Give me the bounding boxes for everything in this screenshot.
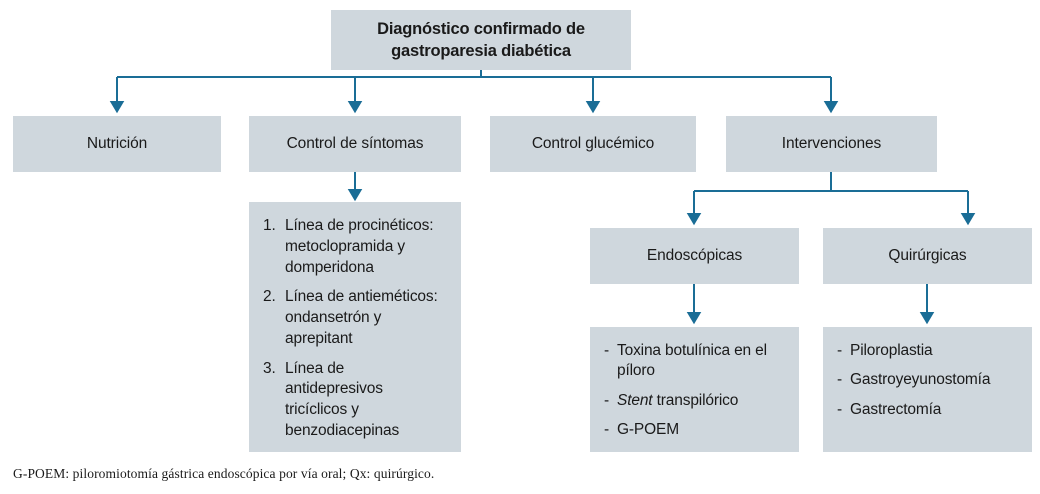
node-control-glucemico: Control glucémico bbox=[490, 116, 696, 172]
node-surgical-procedures-list: - Piloroplastia - Gastroyeyunostomía - G… bbox=[823, 327, 1032, 452]
list-item-text: Gastrectomía bbox=[850, 400, 942, 418]
node-control-sintomas-label: Control de síntomas bbox=[286, 134, 424, 152]
node-endoscopicas: Endoscópicas bbox=[590, 228, 799, 284]
list-item-text: Toxina botulínica en el píloro bbox=[617, 342, 767, 380]
list-item-bullet: - bbox=[604, 342, 610, 359]
figure-footnote: G-POEM: piloromiotomía gástrica endoscóp… bbox=[13, 466, 435, 481]
sintomas-list: 1. Línea de procinéticos: metoclopramida… bbox=[263, 216, 445, 442]
list-item-text: G-POEM bbox=[617, 421, 679, 439]
node-quirurgicas-label: Quirúrgicas bbox=[888, 246, 967, 264]
list-item: - Piloroplastia bbox=[837, 341, 1016, 361]
node-nutricion: Nutrición bbox=[13, 116, 221, 172]
list-item: 1. Línea de procinéticos: metoclopramida… bbox=[263, 216, 445, 278]
list-item-emphasis: Stent bbox=[617, 391, 653, 409]
list-item-bullet: - bbox=[604, 391, 610, 409]
list-item-bullet: - bbox=[837, 342, 843, 359]
node-endoscopicas-label: Endoscópicas bbox=[646, 246, 743, 264]
list-item-bullet: - bbox=[604, 421, 610, 439]
list-item-text: Línea de antieméticos: ondansetrón y apr… bbox=[285, 288, 438, 347]
node-quirurgicas: Quirúrgicas bbox=[823, 228, 1032, 284]
node-control-glucemico-label: Control glucémico bbox=[531, 134, 655, 152]
list-item-number: 3. bbox=[263, 359, 276, 377]
list-item: - Toxina botulínica en el píloro bbox=[604, 341, 783, 382]
node-sintomas-therapy-list: 1. Línea de procinéticos: metoclopramida… bbox=[249, 202, 461, 452]
list-item-number: 1. bbox=[263, 217, 276, 234]
list-item-text: Línea de procinéticos: metoclopramida y … bbox=[285, 217, 434, 276]
list-item: - Stent transpilórico bbox=[604, 391, 783, 411]
node-root-diagnosis-label: Diagnóstico confirmado de gastroparesia … bbox=[377, 19, 585, 60]
list-item-bullet: - bbox=[837, 371, 843, 389]
list-item-text: transpilórico bbox=[652, 391, 739, 409]
list-item-number: 2. bbox=[263, 288, 276, 306]
list-item: - Gastroyeyunostomía bbox=[837, 370, 1016, 390]
node-intervenciones-label: Intervenciones bbox=[781, 134, 882, 152]
node-endoscopic-procedures-list: - Toxina botulínica en el píloro - Stent… bbox=[590, 327, 799, 452]
list-item-bullet: - bbox=[837, 400, 843, 418]
node-control-sintomas: Control de síntomas bbox=[249, 116, 461, 172]
node-root-diagnosis: Diagnóstico confirmado de gastroparesia … bbox=[331, 10, 631, 70]
list-item: - G-POEM bbox=[604, 420, 783, 440]
surgical-list: - Piloroplastia - Gastroyeyunostomía - G… bbox=[837, 341, 1016, 420]
list-item-text: Gastroyeyunostomía bbox=[850, 371, 991, 389]
endoscopic-list: - Toxina botulínica en el píloro - Stent… bbox=[604, 341, 783, 441]
list-item: 3. Línea de antidepresivos tricíclicos y… bbox=[263, 359, 445, 442]
list-item: 2. Línea de antieméticos: ondansetrón y … bbox=[263, 287, 445, 349]
node-intervenciones: Intervenciones bbox=[726, 116, 937, 172]
list-item-text: Línea de antidepresivos tricíclicos y be… bbox=[285, 359, 400, 439]
node-nutricion-label: Nutrición bbox=[86, 134, 148, 152]
list-item-text: Piloroplastia bbox=[850, 342, 933, 359]
list-item: - Gastrectomía bbox=[837, 400, 1016, 420]
